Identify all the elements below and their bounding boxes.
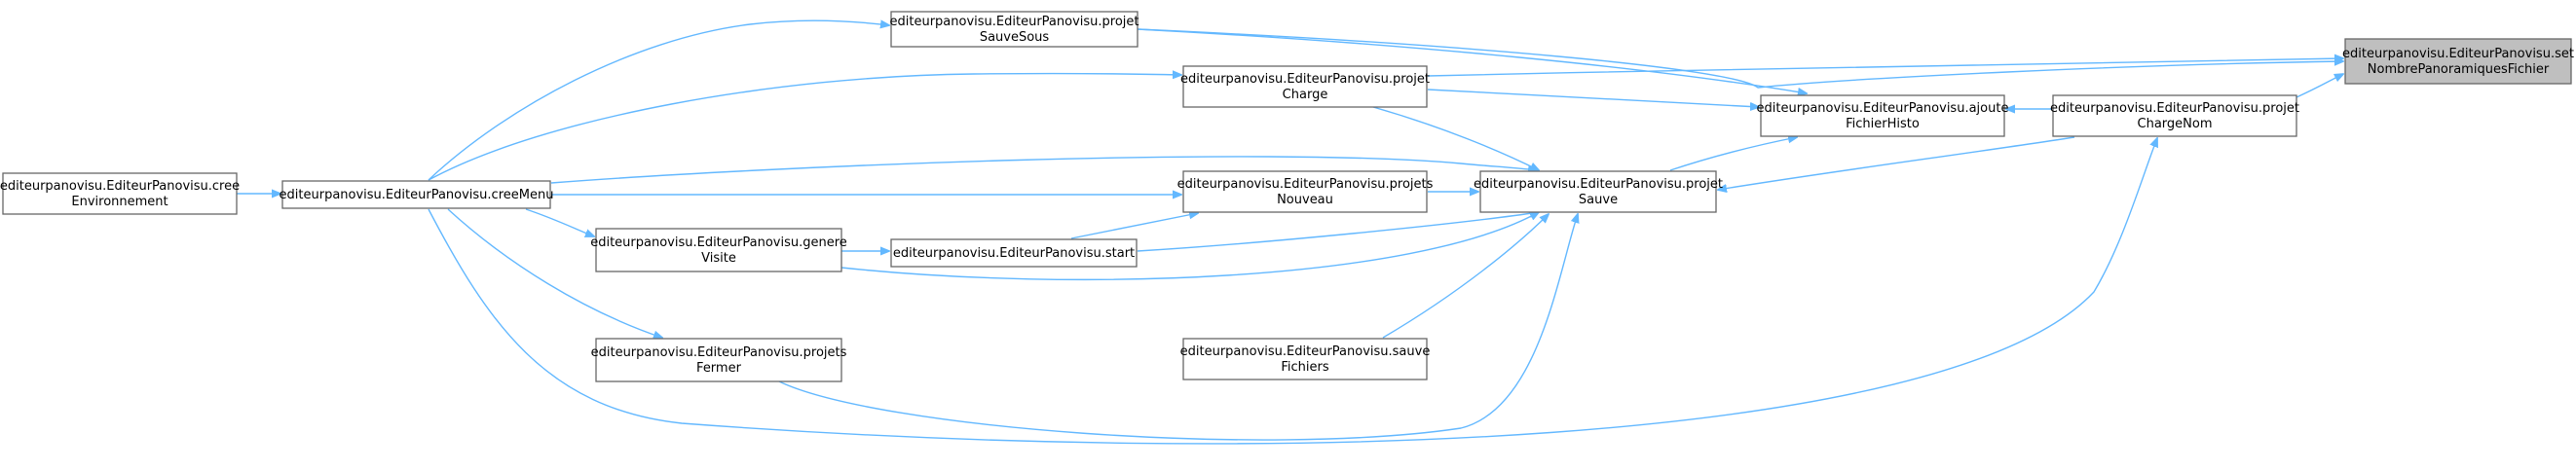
- node-label-line: editeurpanovisu.EditeurPanovisu.sauve: [1180, 344, 1431, 359]
- node-label-line: editeurpanovisu.EditeurPanovisu.creeMenu: [280, 188, 554, 202]
- edge-projetSauveSous-to-ajouteFichierHisto: [1137, 28, 1807, 93]
- node-box: [2052, 94, 2297, 137]
- node-creeEnvironnement[interactable]: editeurpanovisu.EditeurPanovisu.creeEnvi…: [0, 172, 240, 215]
- edge-creeMenu-to-projetChargeNom: [428, 138, 2157, 445]
- node-box: [2, 172, 238, 215]
- node-label-line: editeurpanovisu.EditeurPanovisu.projets: [1177, 177, 1434, 192]
- node-box: [1182, 170, 1428, 213]
- node-label-line: editeurpanovisu.EditeurPanovisu.set: [2342, 47, 2574, 61]
- node-box: [1479, 170, 1717, 213]
- node-label-line: Visite: [701, 251, 736, 266]
- node-box: [595, 228, 842, 272]
- node-label-line: editeurpanovisu.EditeurPanovisu.projet: [2050, 101, 2299, 116]
- edge-genereVisite-to-projetSauve: [840, 212, 1539, 281]
- node-label-line: Environnement: [71, 195, 168, 209]
- node-box: [1760, 94, 2005, 137]
- edge-projetsFermer-to-projetSauve: [778, 214, 1578, 441]
- edge-projetCharge-to-ajouteFichierHisto: [1427, 89, 1759, 107]
- node-label-line: editeurpanovisu.EditeurPanovisu.ajoute: [1757, 101, 2009, 116]
- node-label-line: editeurpanovisu.EditeurPanovisu.cree: [0, 179, 240, 194]
- node-label-line: Sauve: [1579, 193, 1618, 207]
- node-box: [1182, 65, 1428, 108]
- node-projetChargeNom[interactable]: editeurpanovisu.EditeurPanovisu.projetCh…: [2050, 94, 2299, 137]
- node-sauveFichiers[interactable]: editeurpanovisu.EditeurPanovisu.sauveFic…: [1180, 338, 1431, 380]
- node-label-line: Nouveau: [1277, 193, 1333, 207]
- edge-projetCharge-to-projetSauve: [1372, 106, 1539, 170]
- edge-start-to-projetSauve: [1137, 212, 1539, 252]
- edge-projetSauveSous-to-setNombre: [1137, 28, 2343, 89]
- node-projetSauveSous[interactable]: editeurpanovisu.EditeurPanovisu.projetSa…: [890, 11, 1139, 48]
- edge-creeMenu-to-genereVisite: [525, 208, 594, 236]
- node-label-line: editeurpanovisu.EditeurPanovisu.projet: [1180, 72, 1430, 87]
- node-label-line: editeurpanovisu.EditeurPanovisu.projet: [1474, 177, 1723, 192]
- edge-creeMenu-to-projetSauveSous: [428, 20, 889, 181]
- node-box: [890, 11, 1139, 48]
- node-box: [890, 238, 1138, 268]
- edge-projetChargeNom-to-projetSauve: [1718, 136, 2075, 190]
- node-label-line: ChargeNom: [2138, 117, 2213, 131]
- node-projetsFermer[interactable]: editeurpanovisu.EditeurPanovisu.projetsF…: [591, 338, 847, 382]
- node-label-line: Charge: [1283, 88, 1328, 102]
- node-creeMenu[interactable]: editeurpanovisu.EditeurPanovisu.creeMenu: [280, 180, 554, 209]
- edge-projetChargeNom-to-setNombre: [2296, 74, 2343, 98]
- node-label-line: editeurpanovisu.EditeurPanovisu.genere: [590, 235, 847, 250]
- node-projetsNouveau[interactable]: editeurpanovisu.EditeurPanovisu.projetsN…: [1177, 170, 1434, 213]
- edge-sauveFichiers-to-projetSauve: [1382, 214, 1549, 339]
- node-box: [1182, 338, 1428, 380]
- node-label-line: editeurpanovisu.EditeurPanovisu.projet: [890, 15, 1139, 29]
- node-setNombre[interactable]: editeurpanovisu.EditeurPanovisu.setNombr…: [2342, 38, 2574, 85]
- node-label-line: editeurpanovisu.EditeurPanovisu.start: [893, 246, 1135, 261]
- node-label-line: SauveSous: [980, 30, 1050, 45]
- edge-projetSauve-to-ajouteFichierHisto: [1669, 137, 1797, 171]
- node-genereVisite[interactable]: editeurpanovisu.EditeurPanovisu.genereVi…: [590, 228, 847, 272]
- node-label-line: Fermer: [696, 361, 742, 376]
- edge-start-to-projetsNouveau: [1070, 213, 1198, 239]
- edge-creeMenu-to-projetSauve: [550, 156, 1537, 184]
- node-projetCharge[interactable]: editeurpanovisu.EditeurPanovisu.projetCh…: [1180, 65, 1430, 108]
- node-ajouteFichierHisto[interactable]: editeurpanovisu.EditeurPanovisu.ajouteFi…: [1757, 94, 2009, 137]
- node-label-line: editeurpanovisu.EditeurPanovisu.projets: [591, 345, 847, 360]
- nodes-layer: editeurpanovisu.EditeurPanovisu.setNombr…: [0, 11, 2574, 382]
- edge-creeMenu-to-projetsFermer: [447, 208, 662, 338]
- edges-layer: [237, 20, 2343, 445]
- node-box: [281, 180, 551, 209]
- edge-projetCharge-to-setNombre: [1427, 58, 2343, 77]
- node-start[interactable]: editeurpanovisu.EditeurPanovisu.start: [890, 238, 1138, 268]
- node-box: [595, 338, 842, 382]
- edge-creeMenu-to-projetCharge: [428, 74, 1181, 181]
- node-label-line: Fichiers: [1281, 360, 1328, 375]
- node-projetSauve[interactable]: editeurpanovisu.EditeurPanovisu.projetSa…: [1474, 170, 1723, 213]
- node-label-line: NombrePanoramiquesFichier: [2368, 62, 2550, 77]
- node-label-line: FichierHisto: [1846, 117, 1920, 131]
- node-box: [2344, 38, 2572, 85]
